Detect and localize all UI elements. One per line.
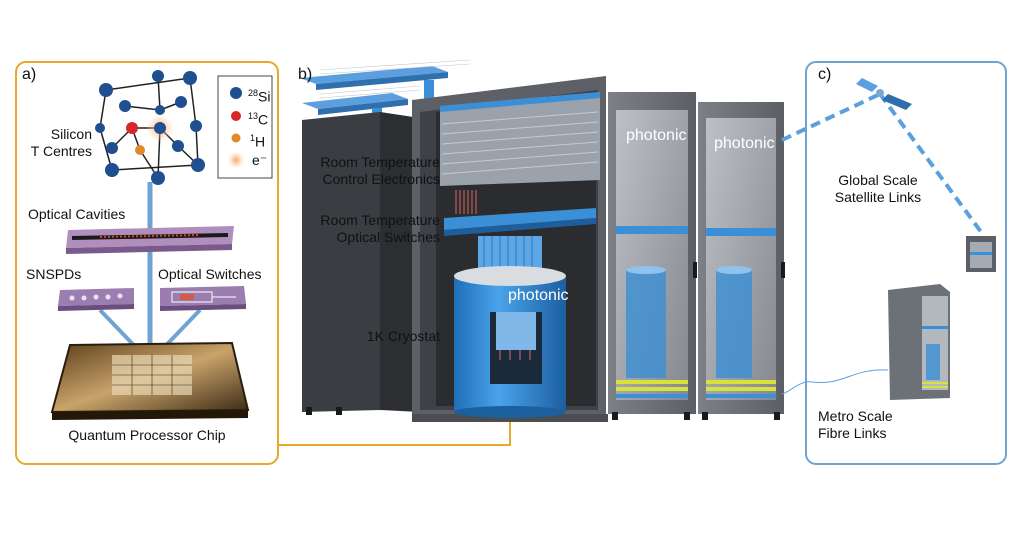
rt-control-line-1: Room Temperature	[320, 154, 440, 170]
panel-b-label: b)	[298, 66, 313, 83]
rack-back-left	[302, 112, 420, 415]
satellite-icon	[856, 78, 912, 110]
satellite-line-2: Satellite Links	[834, 189, 922, 205]
legend-box	[217, 75, 273, 179]
fibre-line-2: Fibre Links	[818, 425, 887, 441]
si-28-icon	[230, 87, 242, 99]
atoms	[95, 70, 205, 185]
satellite-label: Global Scale Satellite Links	[818, 172, 938, 206]
satellite-link-2	[878, 92, 986, 238]
satellite-line-1: Global Scale	[838, 172, 918, 188]
rt-switch-label: Room Temperature Optical Switches	[290, 212, 440, 246]
legend-c: 13C	[248, 111, 269, 128]
panel-a-border	[15, 61, 279, 465]
remote-rack-large	[888, 284, 950, 400]
optical-switch-shelf	[444, 208, 596, 236]
snspd-chip	[58, 288, 134, 311]
rack-right-2: photonic	[698, 102, 785, 420]
control-electronics	[440, 92, 600, 186]
legend-e: e⁻	[252, 152, 268, 168]
panel-a-label: a)	[22, 66, 37, 83]
silicon-t-centres-label: Silicon T Centres	[24, 126, 92, 160]
rack-1-logo: photonic	[626, 127, 687, 144]
rt-control-line-2: Control Electronics	[322, 171, 441, 187]
rack-right-1: photonic	[608, 92, 697, 420]
cryostat-label: 1K Cryostat	[366, 328, 440, 344]
cryostat: photonic	[454, 266, 569, 418]
quantum-chip	[50, 341, 250, 420]
snspds-label: SNSPDs	[26, 266, 82, 282]
quantum-chip-label: Quantum Processor Chip	[68, 427, 226, 443]
h-1-icon	[231, 133, 241, 143]
red-cables	[455, 190, 477, 214]
cryostat-logo: photonic	[508, 287, 569, 304]
rt-switch-line-1: Room Temperature	[320, 212, 440, 228]
fibre-line-1: Metro Scale	[818, 408, 893, 424]
legend-si: 28Si	[248, 88, 271, 105]
rt-control-label: Room Temperature Control Electronics	[290, 154, 440, 188]
c-13-icon	[231, 111, 241, 121]
remote-rack-small	[966, 236, 996, 272]
optical-cavity	[66, 226, 234, 254]
legend-h: 1H	[250, 133, 266, 150]
silicon-line-1: Silicon	[50, 126, 92, 142]
satellite-link-1	[781, 92, 881, 142]
fibre-link	[781, 369, 889, 395]
optical-cavities-label: Optical Cavities	[28, 206, 126, 222]
optical-switch-chip	[160, 286, 246, 311]
optical-switches-label: Optical Switches	[158, 266, 262, 282]
silicon-line-2: T Centres	[30, 143, 92, 159]
panel-c-border	[805, 61, 1007, 465]
electron-icon	[227, 151, 245, 169]
rack-2-logo: photonic	[714, 135, 775, 152]
fibre-label: Metro Scale Fibre Links	[818, 408, 893, 442]
rt-switch-line-2: Optical Switches	[336, 229, 440, 245]
panel-c-label: c)	[818, 66, 832, 83]
